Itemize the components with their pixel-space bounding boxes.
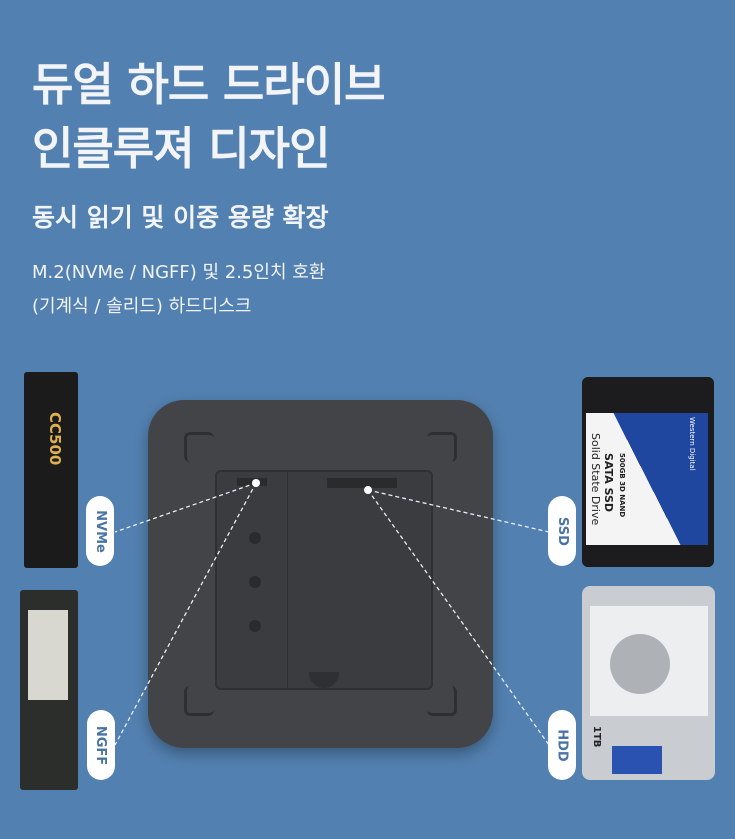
ssd-name: Solid State Drive [589, 433, 602, 526]
drive-bay-panel [215, 470, 433, 690]
hdd-label-text: HDD [554, 728, 570, 762]
hdd-capacity: 1TB [591, 726, 602, 748]
hdd-image: 1TB [582, 586, 715, 780]
nvme-ssd-image: CC500 [24, 372, 78, 568]
ssd-type: SATA SSD [602, 453, 615, 513]
sata-ssd-image: Western Digital 500GB 3D NAND SATA SSD S… [582, 377, 714, 567]
hdd-label: HDD [548, 710, 576, 780]
enclosure-device-image [148, 400, 493, 748]
description-line-2: (기계식 / 솔리드) 하드디스크 [32, 296, 252, 317]
headline-line-1: 듀얼 하드 드라이브 [32, 58, 386, 111]
subtitle: 동시 읽기 및 이중 용량 확장 [32, 203, 329, 232]
ssd-brand: Western Digital [688, 417, 696, 471]
nvme-label-text: NVMe [92, 509, 108, 553]
description-line-1: M.2(NVMe / NGFF) 및 2.5인치 호환 [32, 262, 326, 283]
headline-line-2: 인클루져 디자인 [32, 122, 330, 175]
nvme-label: NVMe [86, 496, 114, 566]
ssd-capacity: 500GB 3D NAND [618, 453, 626, 518]
ngff-label-text: NGFF [93, 725, 109, 765]
ssd-label-text: SSD [554, 516, 570, 546]
nvme-brand: CC500 [46, 412, 64, 466]
ngff-ssd-image [20, 590, 78, 790]
ssd-label: SSD [548, 496, 576, 566]
ngff-label: NGFF [87, 710, 115, 780]
